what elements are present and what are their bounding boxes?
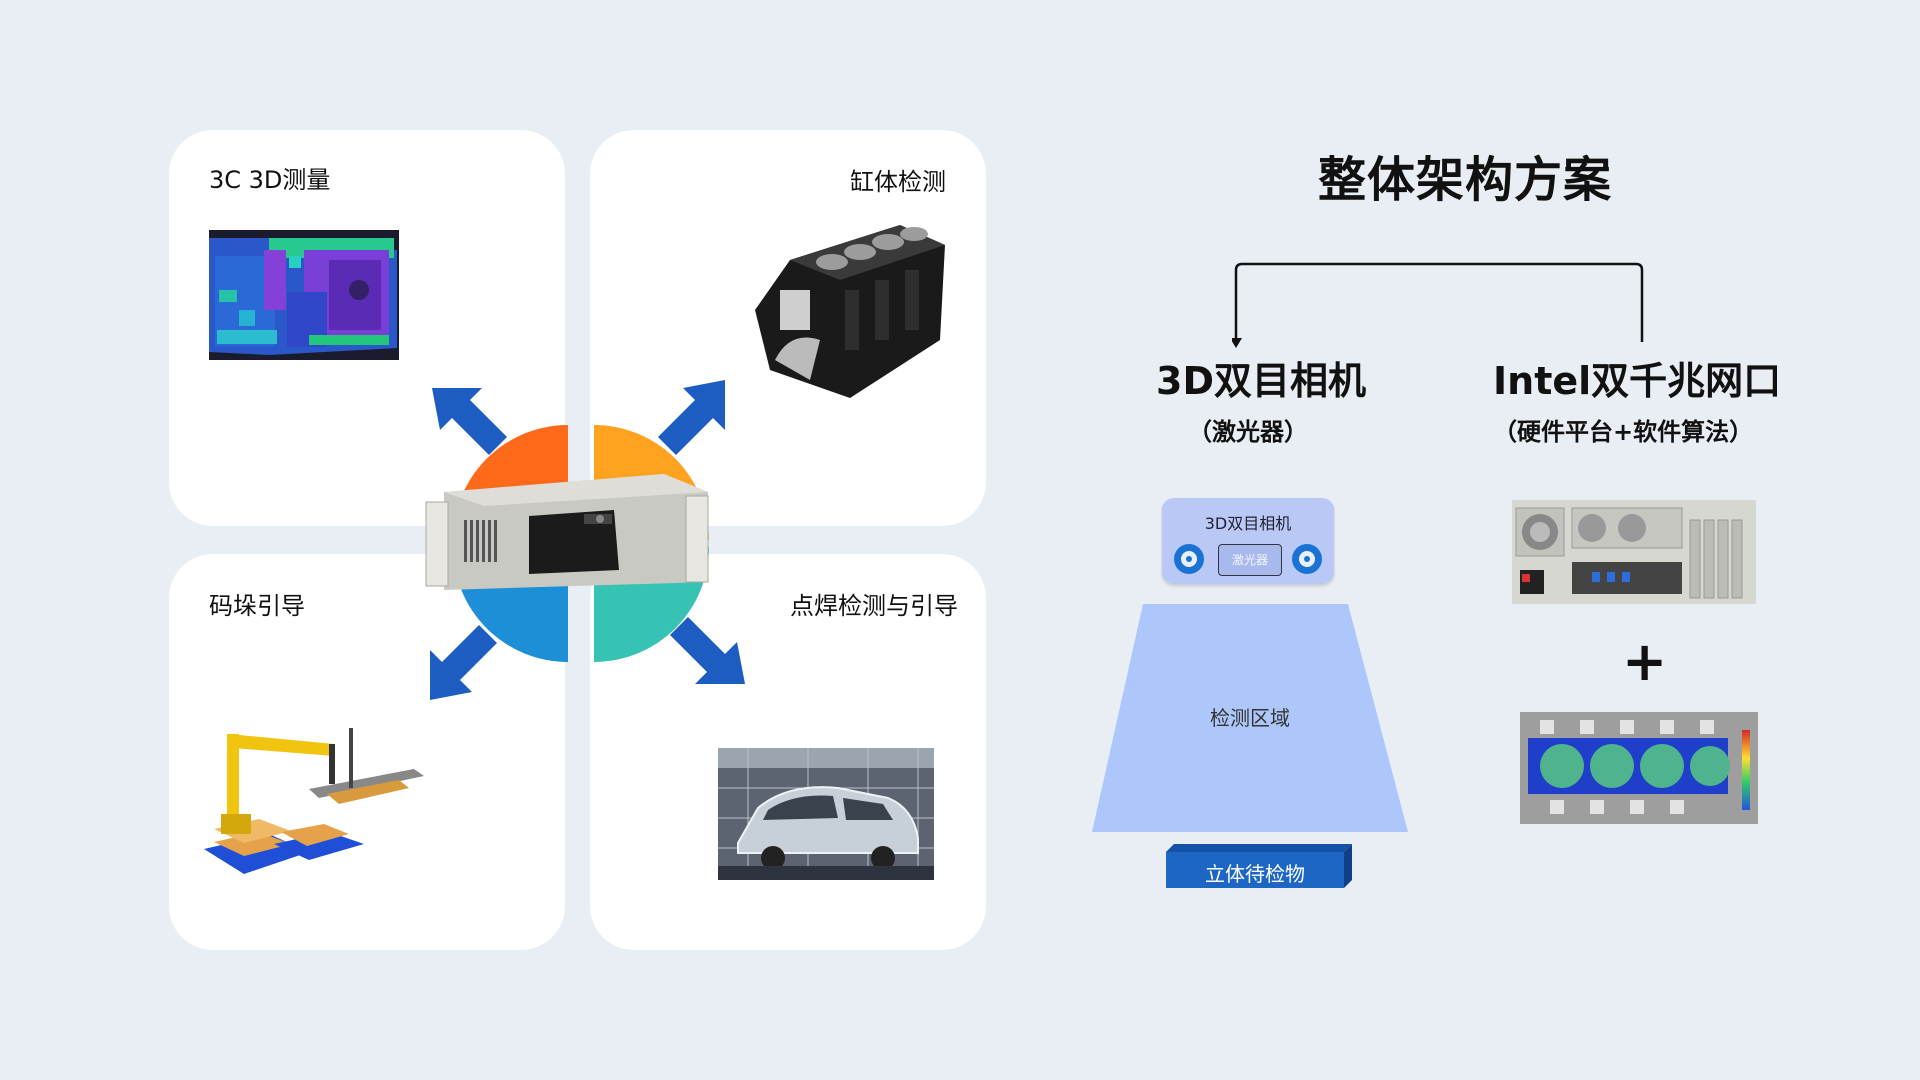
architecture-title: 整体架构方案 (1317, 152, 1612, 208)
engine-block-image (750, 220, 950, 400)
car-body-weld-image (718, 748, 934, 880)
card-engine-block: 缸体检测 (590, 130, 986, 526)
pcb-heatmap-image (209, 230, 399, 360)
card-title-spot-weld: 点焊检测与引导 (790, 592, 958, 620)
device-label: 3D双目相机 (1204, 514, 1292, 533)
software-visualization-image (1520, 712, 1758, 824)
laser-module: 激光器 (1218, 544, 1282, 576)
right-lens-icon (1292, 544, 1322, 574)
object-label: 立体待检物 (1205, 862, 1305, 886)
detection-zone-label: 检测区域 (1210, 706, 1290, 730)
palletizing-robot-image (199, 714, 429, 884)
card-title-3c-measurement: 3C 3D测量 (209, 166, 331, 194)
card-spot-weld: 点焊检测与引导 (590, 554, 986, 950)
hardware-rear-panel-image (1512, 500, 1756, 604)
stereo-camera-device: 3D双目相机 激光器 (1162, 498, 1334, 584)
arrow-up-right (650, 375, 760, 485)
arrow-down-right (660, 592, 770, 702)
laser-label: 激光器 (1231, 553, 1268, 567)
object-under-inspection: 立体待检物 (1166, 842, 1352, 888)
industrial-pc-image (424, 472, 710, 592)
detection-zone (1092, 604, 1408, 832)
camera-column-subtitle: （激光器） (1188, 418, 1308, 446)
left-lens-icon (1174, 544, 1204, 574)
arrow-down-left (420, 600, 530, 710)
card-title-engine-block: 缸体检测 (850, 168, 946, 196)
camera-column-title: 3D双目相机 (1156, 359, 1366, 403)
platform-column-subtitle: （硬件平台+软件算法） (1493, 418, 1754, 446)
card-3c-measurement: 3C 3D测量 (169, 130, 565, 526)
platform-column-title: Intel双千兆网口 (1493, 359, 1782, 403)
connector-line (1232, 262, 1644, 348)
card-palletizing: 码垛引导 (169, 554, 565, 950)
plus-sign: + (1622, 630, 1668, 693)
card-title-palletizing: 码垛引导 (209, 592, 305, 620)
arrow-up-left (422, 378, 532, 488)
